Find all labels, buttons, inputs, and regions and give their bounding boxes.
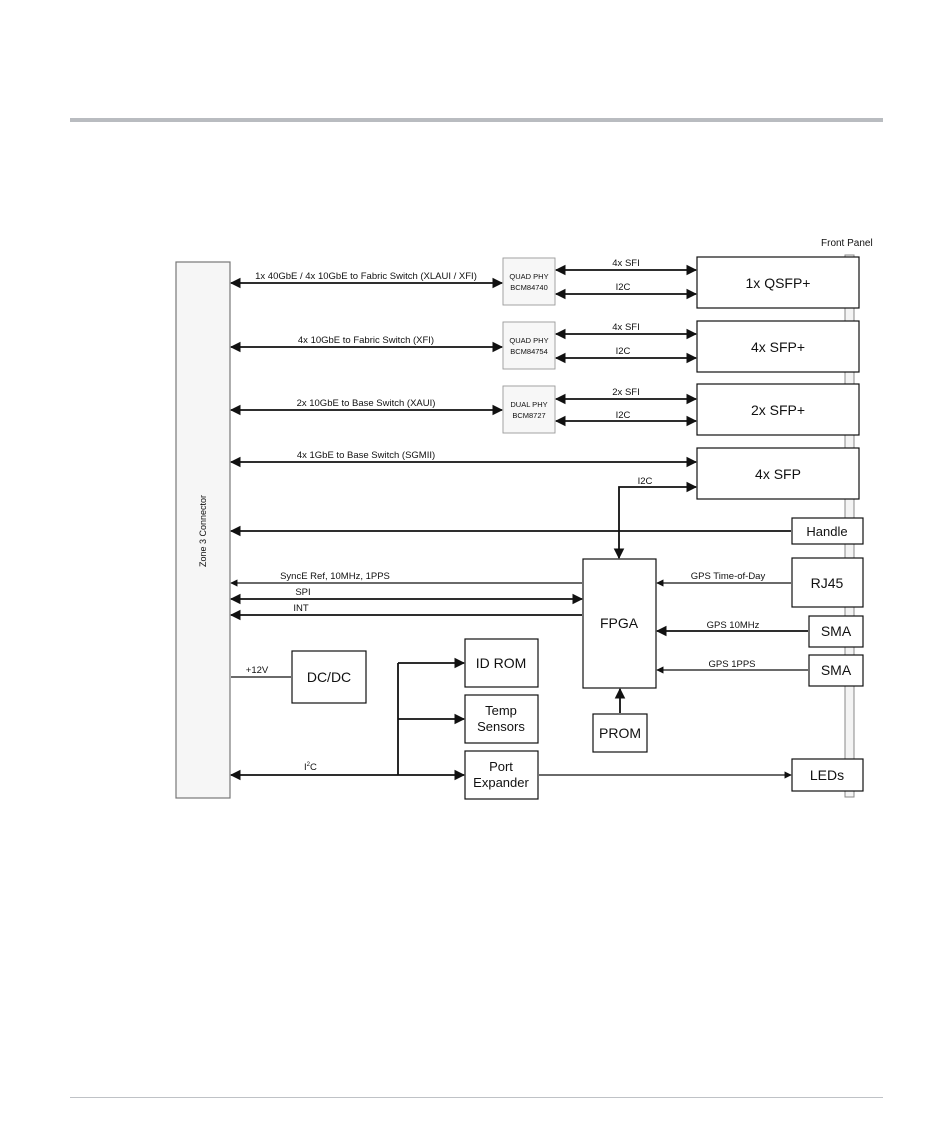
rj45-label: RJ45 (811, 575, 844, 591)
phy-box-3 (502, 385, 556, 434)
phy-3-line1: DUAL PHY (510, 400, 547, 409)
gps-1pps-label: GPS 1PPS (709, 659, 756, 670)
sma-box-2 (808, 654, 864, 687)
i2c-1-label: I2C (616, 282, 631, 293)
zone3-connector (175, 261, 231, 799)
synce-label: SyncE Ref, 10MHz, 1PPS (280, 571, 390, 582)
int-label: INT (293, 603, 309, 614)
phy-2-line2: BCM84754 (510, 347, 548, 356)
link-1-label: 1x 40GbE / 4x 10GbE to Fabric Switch (XL… (255, 271, 477, 282)
handle-label: Handle (806, 524, 847, 539)
sfpplus4-label: 4x SFP+ (751, 339, 805, 355)
phy-1-line1: QUAD PHY (509, 272, 548, 281)
link-2-label: 4x 10GbE to Fabric Switch (XFI) (298, 335, 434, 346)
qsfp-label: 1x QSFP+ (746, 275, 811, 291)
rj45-box (791, 557, 864, 608)
port-expander-block (464, 750, 539, 800)
i2c-bus-label: I2C (304, 762, 317, 773)
idrom-block (464, 638, 539, 688)
port-label-2: Expander (473, 775, 529, 790)
i2c-bus-label-base: I (304, 762, 307, 773)
qsfp-port (696, 256, 860, 309)
temp-label-2: Sensors (477, 719, 525, 734)
prom-label: PROM (599, 725, 641, 741)
sfpplus2-label: 2x SFP+ (751, 402, 805, 418)
sfpplus2-port (696, 383, 860, 436)
sma-1-label: SMA (821, 623, 852, 639)
gps-tod-label: GPS Time-of-Day (691, 571, 766, 582)
leds-box (791, 758, 864, 792)
sfi-2-label: 4x SFI (612, 322, 639, 333)
sfi-3-label: 2x SFI (612, 387, 639, 398)
sma-box-1 (808, 615, 864, 648)
phy-box-2 (502, 321, 556, 370)
header-rule (70, 118, 883, 122)
prom-block (592, 713, 648, 753)
i2c-4-line (613, 481, 698, 560)
i2c-bus-label-sup: 2 (307, 762, 311, 768)
phy-1-line2: BCM84740 (510, 283, 548, 292)
temp-label-1: Temp (485, 703, 517, 718)
sfp4-label: 4x SFP (755, 466, 801, 482)
idrom-label: ID ROM (476, 655, 527, 671)
fpga-label: FPGA (600, 615, 639, 631)
link-4-label: 4x 1GbE to Base Switch (SGMII) (297, 450, 435, 461)
i2c-3-label: I2C (616, 410, 631, 421)
v12-label: +12V (246, 665, 269, 676)
fpga-block (582, 558, 657, 689)
phy-2-line1: QUAD PHY (509, 336, 548, 345)
phy-box-1 (502, 257, 556, 306)
dcdc-block (291, 650, 367, 704)
gps-10mhz-label: GPS 10MHz (707, 620, 760, 631)
sma-2-label: SMA (821, 662, 852, 678)
sfpplus4-port (696, 320, 860, 373)
i2c-bus-label-tail: C (310, 762, 317, 773)
temp-sensors-block (464, 694, 539, 744)
i2c-2-label: I2C (616, 346, 631, 357)
i2c-4-label: I2C (638, 476, 653, 487)
handle-box (791, 517, 864, 545)
port-label-1: Port (489, 759, 513, 774)
link-3-label: 2x 10GbE to Base Switch (XAUI) (297, 398, 436, 409)
sfi-1-label: 4x SFI (612, 258, 639, 269)
dcdc-label: DC/DC (307, 669, 351, 685)
footer-rule (70, 1097, 883, 1098)
leds-label: LEDs (810, 767, 844, 783)
front-panel-label: Front Panel (821, 238, 873, 249)
phy-3-line2: BCM8727 (512, 411, 545, 420)
zone3-label: Zone 3 Connector (198, 495, 208, 567)
spi-label: SPI (295, 587, 310, 598)
sfp4-port (696, 447, 860, 500)
